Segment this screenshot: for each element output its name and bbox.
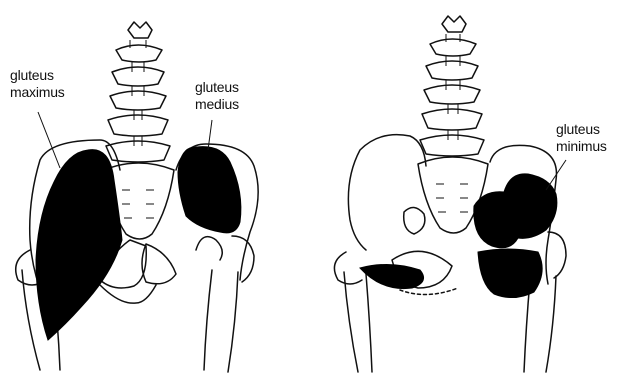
gluteus-maximus-label-line2: maximus	[10, 84, 65, 101]
gluteus-minimus-label-line1: gluteus	[556, 121, 607, 138]
gluteus-minimus-label-line2: minimus	[556, 138, 607, 155]
gluteus-maximus-label: gluteus maximus	[10, 67, 65, 101]
left-femur-right	[204, 236, 254, 372]
left-spine	[106, 22, 170, 162]
gluteus-maximus-leader	[38, 112, 60, 168]
gluteus-maximus-shape	[36, 150, 122, 340]
gluteus-minimus-shape	[474, 174, 557, 248]
right-pelvis-figure	[334, 16, 566, 372]
gluteus-medius-label: gluteus medius	[195, 79, 239, 113]
gluteus-medius-label-line2: medius	[195, 96, 239, 113]
right-spine	[420, 16, 484, 156]
gluteus-minimus-label: gluteus minimus	[556, 121, 607, 155]
gluteus-medius-label-line1: gluteus	[195, 79, 239, 96]
gluteus-medius-leader	[208, 120, 212, 150]
gluteus-medius-shape	[178, 147, 241, 233]
gluteus-maximus-label-line1: gluteus	[10, 67, 65, 84]
